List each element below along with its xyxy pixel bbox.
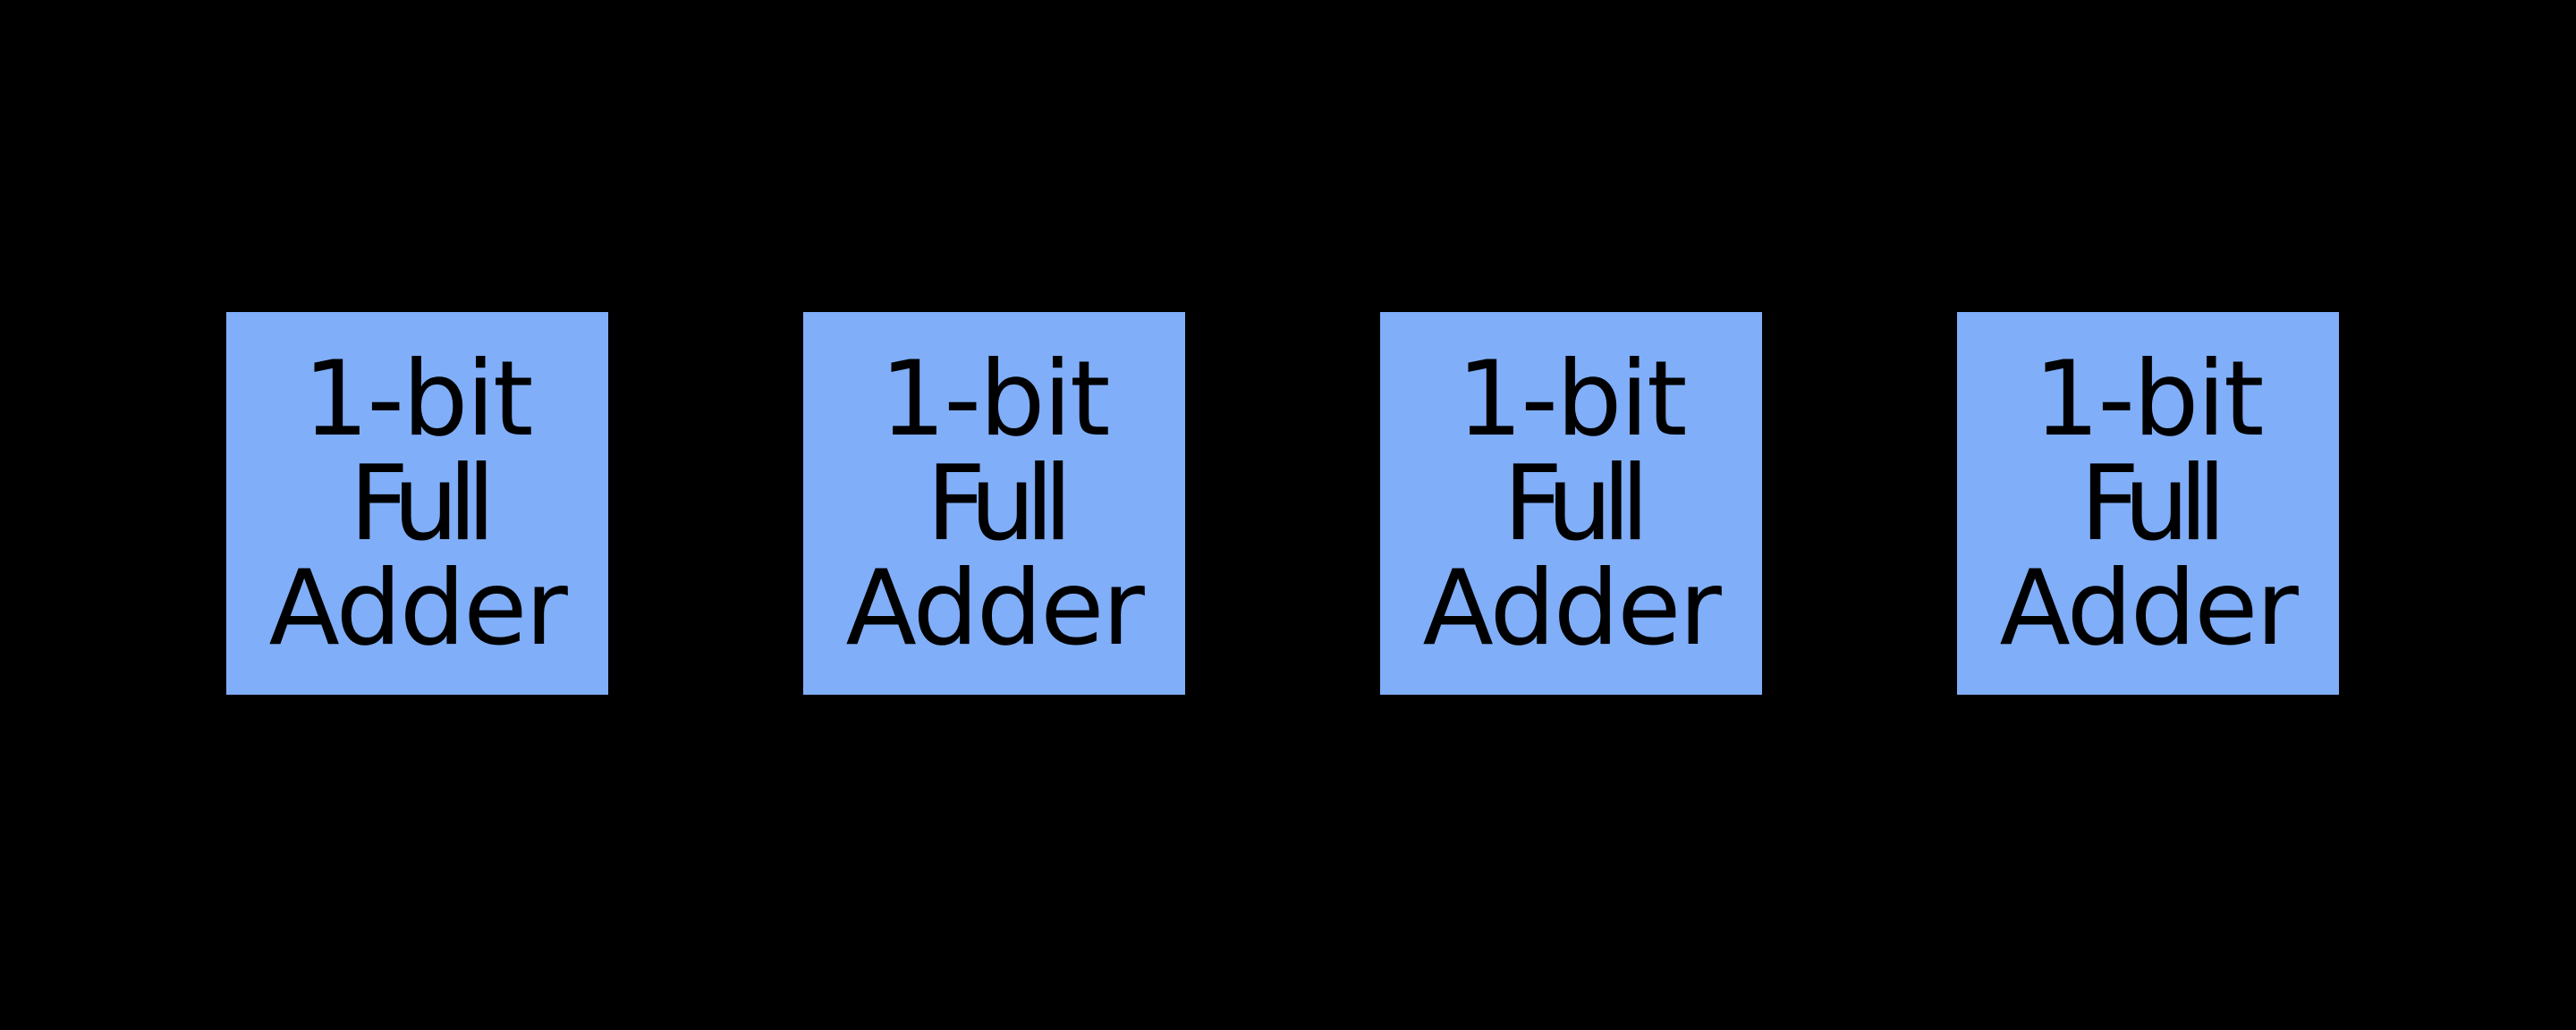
full-adder-block-3: 1-bit Full Adder: [1380, 312, 1762, 695]
block-label-line: Adder: [1422, 547, 1721, 669]
block-label-line: Adder: [268, 547, 567, 669]
block-label-line: Adder: [845, 547, 1144, 669]
block-label-line: Full: [349, 443, 496, 564]
block-label-line: Full: [1503, 443, 1650, 564]
block-label-line: 1-bit: [302, 338, 534, 460]
block-label-line: 1-bit: [879, 338, 1111, 460]
block-label-line: Full: [926, 443, 1073, 564]
full-adder-block-1: 1-bit Full Adder: [226, 312, 608, 695]
block-label-line: 1-bit: [1456, 338, 1688, 460]
full-adder-block-4: 1-bit Full Adder: [1957, 312, 2339, 695]
full-adder-block-2: 1-bit Full Adder: [803, 312, 1185, 695]
block-label-line: Full: [2080, 443, 2227, 564]
block-label-line: 1-bit: [2033, 338, 2265, 460]
block-label-line: Adder: [1999, 547, 2298, 669]
